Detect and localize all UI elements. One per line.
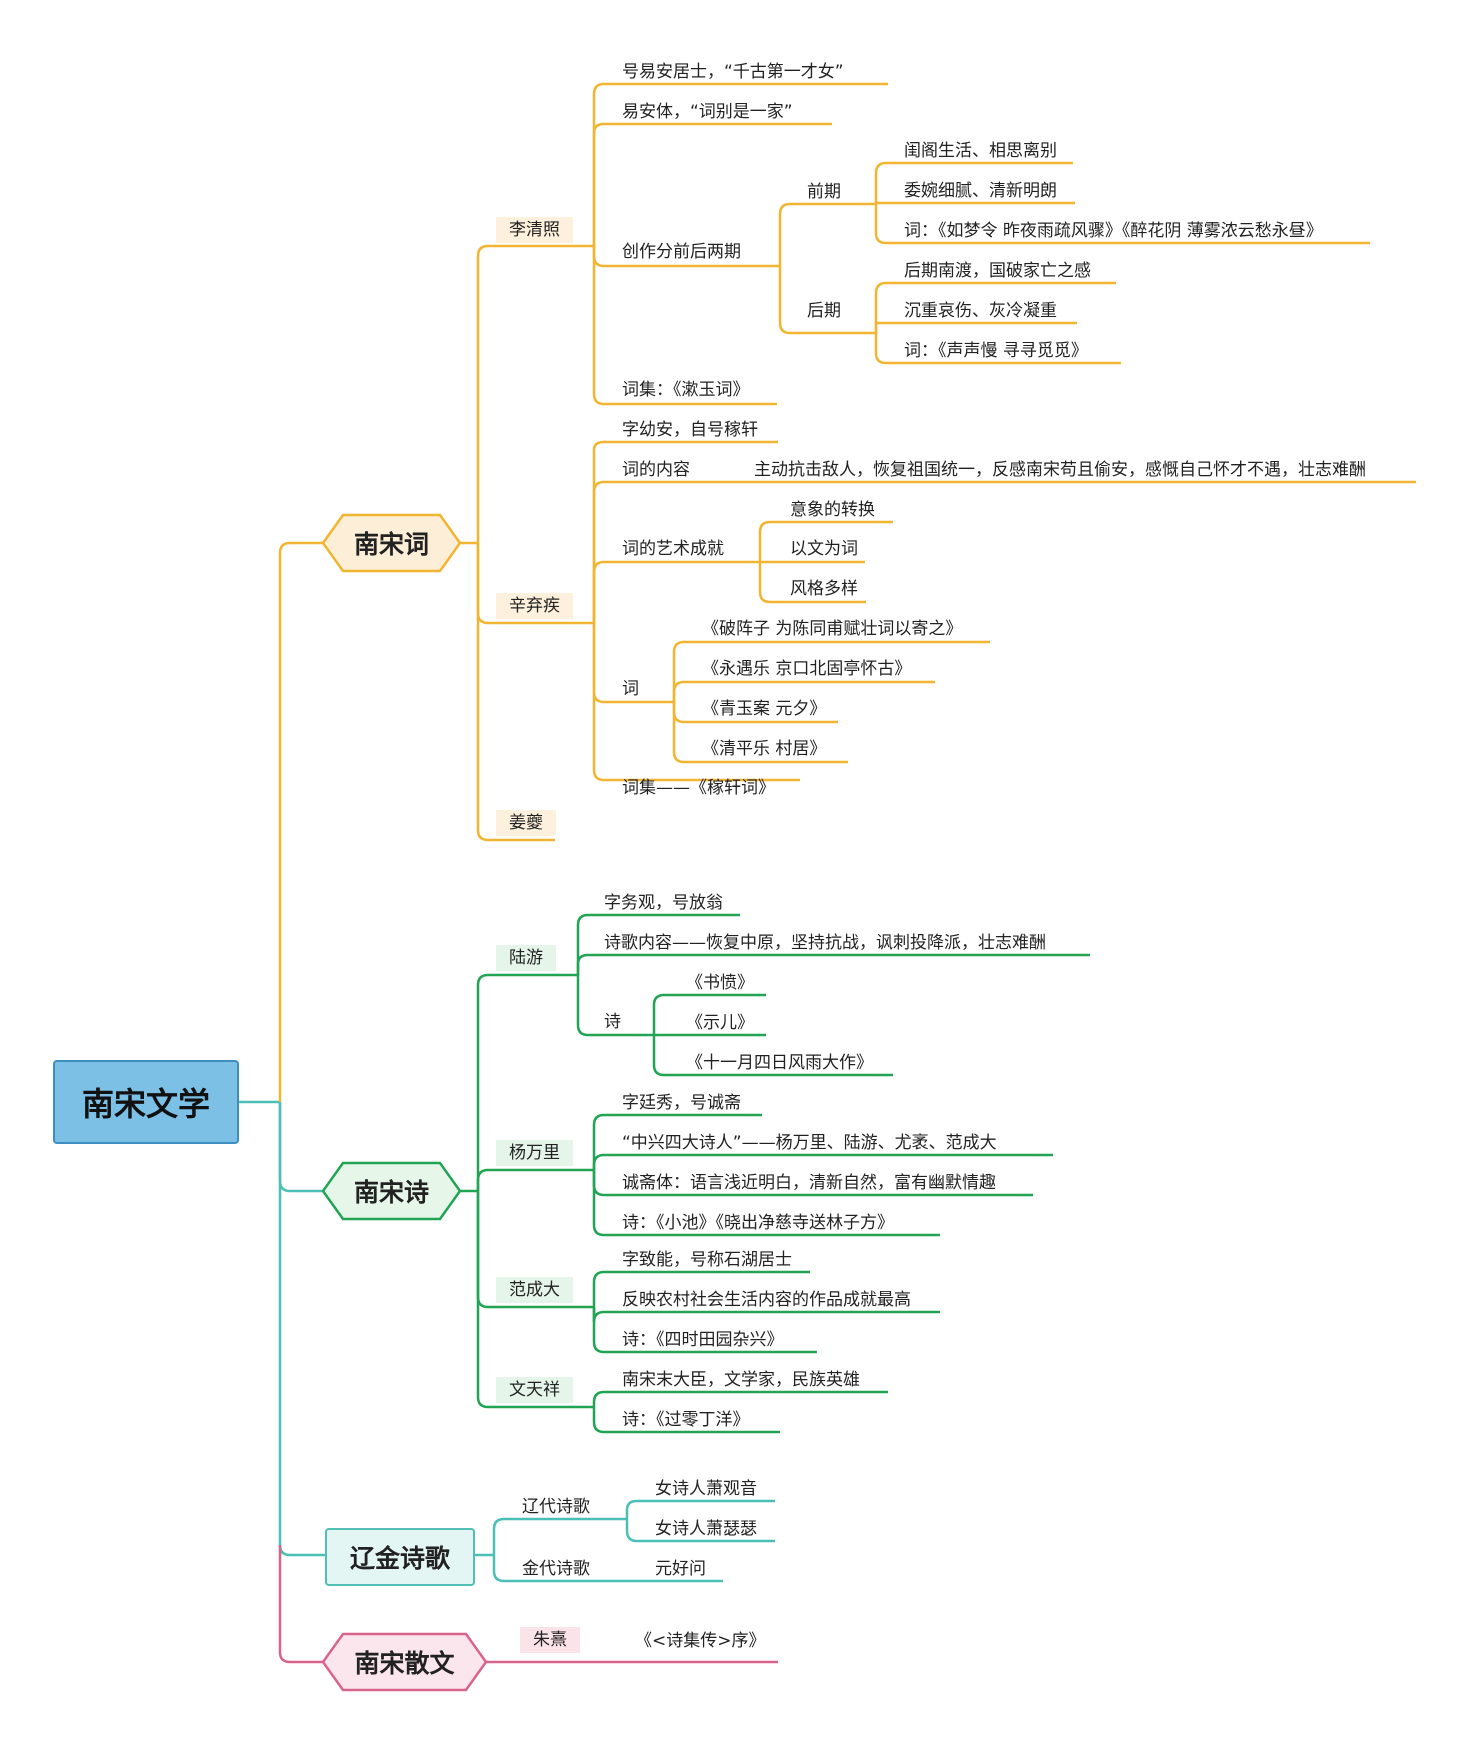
liao-item[interactable]: 女诗人萧观音: [655, 1479, 757, 1499]
li-qianqi-label[interactable]: 前期: [807, 182, 841, 202]
author-yang-wanli[interactable]: 杨万里: [496, 1140, 573, 1166]
sanwen-hexagon: [321, 1632, 488, 1692]
li-qianqi-item[interactable]: 词：《如梦令 昨夜雨疏风骤》《醉花阴 薄雾浓云愁永昼》: [904, 221, 1323, 241]
li-chuangzuo[interactable]: 创作分前后两期: [622, 242, 741, 262]
li-hao[interactable]: 号易安居士，“千古第一才女”: [622, 62, 844, 82]
li-ti[interactable]: 易安体，“词别是一家”: [622, 102, 793, 122]
xin-work[interactable]: 《永遇乐 京口北固亭怀古》: [702, 659, 912, 679]
jin-label[interactable]: 金代诗歌: [522, 1559, 590, 1579]
xin-work[interactable]: 《破阵子 为陈同甫赋壮词以寄之》: [702, 619, 963, 639]
yang-item[interactable]: 诚斋体：语言浅近明白，清新自然，富有幽默情趣: [622, 1173, 996, 1193]
lu-zi[interactable]: 字务观，号放翁: [604, 893, 723, 913]
li-houqi-item[interactable]: 词：《声声慢 寻寻觅觅》: [904, 341, 1088, 361]
lu-work[interactable]: 《书愤》: [686, 973, 754, 993]
author-jiang-kui[interactable]: 姜夔: [496, 810, 556, 836]
li-ciji[interactable]: 词集：《漱玉词》: [622, 380, 750, 400]
author-zhu-xi[interactable]: 朱熹: [520, 1627, 580, 1653]
ci-hexagon: [321, 513, 462, 573]
branch-sanwen-title[interactable]: 南宋散文: [354, 1649, 455, 1678]
shi-hexagon: [321, 1161, 462, 1221]
wen-item[interactable]: 南宋末大臣，文学家，民族英雄: [622, 1370, 860, 1390]
yang-item[interactable]: 诗：《小池》《晓出净慈寺送林子方》: [622, 1213, 894, 1233]
shi-connectors: [460, 913, 1090, 1434]
lu-neirong[interactable]: 诗歌内容——恢复中原，坚持抗战，讽刺投降派，壮志难酬: [604, 933, 1046, 953]
xin-yishu-item[interactable]: 意象的转换: [790, 500, 875, 520]
lu-shi-label[interactable]: 诗: [604, 1012, 621, 1032]
fan-item[interactable]: 诗：《四时田园杂兴》: [622, 1330, 784, 1350]
xin-ci-label[interactable]: 词: [622, 679, 639, 699]
xin-yishu-item[interactable]: 风格多样: [790, 579, 858, 599]
branch-shi-title[interactable]: 南宋诗: [353, 1178, 429, 1207]
lu-work[interactable]: 《示儿》: [686, 1013, 754, 1033]
root-connectors: [239, 541, 325, 1664]
liao-label[interactable]: 辽代诗歌: [522, 1497, 590, 1517]
li-houqi-label[interactable]: 后期: [807, 301, 841, 321]
wen-item[interactable]: 诗：《过零丁洋》: [622, 1410, 750, 1430]
xin-work[interactable]: 《青玉案 元夕》: [702, 699, 827, 719]
branch-liaojin-title[interactable]: 辽金诗歌: [325, 1528, 475, 1586]
author-li-qingzhao[interactable]: 李清照: [496, 217, 573, 243]
liao-item[interactable]: 女诗人萧瑟瑟: [655, 1519, 757, 1539]
root-node[interactable]: 南宋文学: [53, 1060, 239, 1144]
author-xin-qiji[interactable]: 辛弃疾: [496, 593, 573, 619]
li-houqi-item[interactable]: 沉重哀伤、灰冷凝重: [904, 301, 1057, 321]
xin-work[interactable]: 《清平乐 村居》: [702, 739, 827, 759]
li-qianqi-item[interactable]: 委婉细腻、清新明朗: [904, 181, 1057, 201]
fan-item[interactable]: 字致能，号称石湖居士: [622, 1250, 792, 1270]
xin-yishu-item[interactable]: 以文为词: [790, 539, 858, 559]
author-wen-tianxiang[interactable]: 文天祥: [496, 1377, 573, 1403]
author-lu-you[interactable]: 陆游: [496, 945, 556, 971]
zhu-work[interactable]: 《<诗集传>序》: [635, 1631, 766, 1651]
liaojin-connectors: [475, 1499, 775, 1583]
li-houqi-item[interactable]: 后期南渡，国破家亡之感: [904, 261, 1091, 281]
lu-work[interactable]: 《十一月四日风雨大作》: [686, 1053, 873, 1073]
xin-yishu-label[interactable]: 词的艺术成就: [622, 539, 724, 559]
fan-item[interactable]: 反映农村社会生活内容的作品成就最高: [622, 1290, 911, 1310]
jin-item[interactable]: 元好问: [655, 1559, 706, 1579]
li-qianqi-item[interactable]: 闺阁生活、相思离别: [904, 141, 1057, 161]
yang-item[interactable]: “中兴四大诗人”——杨万里、陆游、尤袤、范成大: [622, 1133, 997, 1153]
xin-neirong[interactable]: 主动抗击敌人，恢复祖国统一，反感南宋苟且偷安，感慨自己怀才不遇，壮志难酬: [754, 460, 1366, 480]
ci-connectors: [460, 82, 1416, 842]
author-fan-chengda[interactable]: 范成大: [496, 1277, 573, 1303]
xin-ciji[interactable]: 词集——《稼轩词》: [622, 778, 775, 798]
xin-neirong-label[interactable]: 词的内容: [622, 460, 690, 480]
xin-zi[interactable]: 字幼安，自号稼轩: [622, 420, 758, 440]
branch-ci-title[interactable]: 南宋词: [353, 530, 429, 559]
yang-item[interactable]: 字廷秀，号诚斋: [622, 1093, 741, 1113]
